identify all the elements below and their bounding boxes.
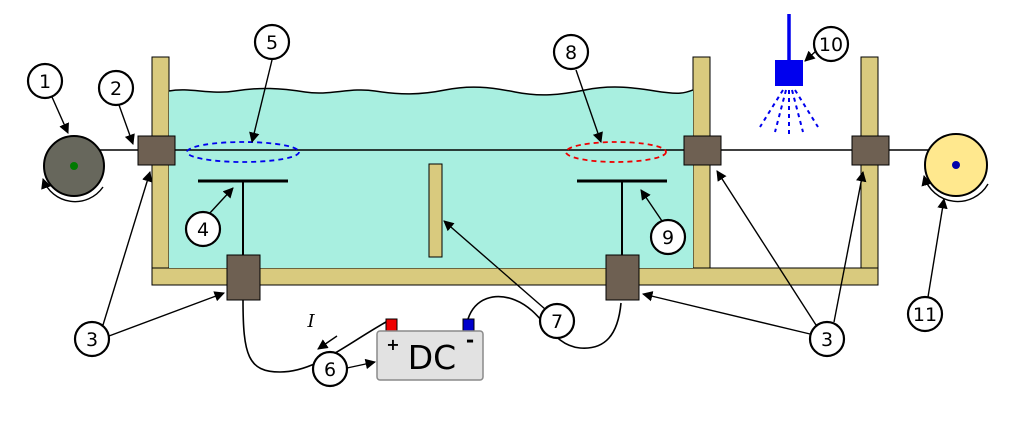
callout-11: 11 xyxy=(906,295,944,333)
spray-nozzle xyxy=(759,14,819,134)
spray-jet xyxy=(791,89,804,133)
callout-6: 6 xyxy=(311,350,349,388)
callout-5-number: 5 xyxy=(266,32,278,54)
callout-3-left: 3 xyxy=(73,320,111,358)
tank-left-wall xyxy=(151,56,170,286)
callout-4: 4 xyxy=(184,210,222,248)
dc-wire-left xyxy=(242,299,387,373)
callout-2-circle xyxy=(97,69,135,107)
callout-10: 10 xyxy=(812,25,850,63)
spray-nozzle-body xyxy=(775,60,803,86)
callout-7-circle xyxy=(538,302,576,340)
callout-9-number: 9 xyxy=(662,227,674,249)
current-direction-arrow xyxy=(317,335,338,350)
takeup-reel-rotation-arrow xyxy=(921,174,989,203)
callout-3-right-arrow-b xyxy=(641,291,811,335)
callout-4-number: 4 xyxy=(197,219,209,241)
feedthrough-bottom-left xyxy=(226,254,261,301)
electrode-left xyxy=(198,179,288,255)
callout-5-circle xyxy=(253,23,291,61)
callout-2-number: 2 xyxy=(110,78,122,100)
spray-jet xyxy=(774,89,787,133)
callout-3-left-number: 3 xyxy=(86,329,98,351)
callout-9: 9 xyxy=(649,218,687,256)
dc-terminal-positive xyxy=(385,318,398,333)
callout-11-number: 11 xyxy=(913,304,937,326)
takeup-reel-hub xyxy=(952,161,960,169)
takeup-reel xyxy=(921,133,989,203)
callout-2: 2 xyxy=(97,69,135,107)
callout-1-circle xyxy=(26,62,64,100)
callout-1-number: 1 xyxy=(39,71,51,93)
callout-3-right: 3 xyxy=(808,320,846,358)
dc-supply-label: DC xyxy=(408,338,456,377)
spray-jets xyxy=(759,89,819,134)
callout-11-arrow xyxy=(927,197,948,298)
callout-11-circle xyxy=(906,295,944,333)
callout-arrows xyxy=(51,50,948,370)
callout-8-number: 8 xyxy=(565,42,577,64)
dc-plus-label: + xyxy=(386,335,399,354)
callout-7-number: 7 xyxy=(551,311,563,333)
callout-3-left-arrow-b xyxy=(108,291,225,337)
dc-supply-body xyxy=(376,330,484,381)
supply-reel-rotation-arrow xyxy=(41,178,104,203)
spray-jet xyxy=(794,89,819,128)
callout-2-arrow xyxy=(118,104,135,145)
callout-3-left-arrow-a xyxy=(102,170,153,326)
callout-7: 7 xyxy=(538,302,576,340)
feedthrough-blocks xyxy=(137,135,890,301)
callout-5: 5 xyxy=(253,23,291,61)
callout-3-right-circle xyxy=(808,320,846,358)
callout-10-arrow xyxy=(804,50,817,62)
callout-8: 8 xyxy=(552,33,590,71)
callout-10-circle xyxy=(812,25,850,63)
callout-9-arrow xyxy=(640,189,663,222)
callout-6-number: 6 xyxy=(324,359,336,381)
feedthrough-left-wall xyxy=(137,135,176,166)
callout-8-arrow xyxy=(575,69,603,143)
callout-3-right-arrow-a xyxy=(716,170,817,326)
callout-6-arrow xyxy=(346,358,377,370)
callout-7-arrow xyxy=(443,220,546,310)
callout-3-left-circle xyxy=(73,320,111,358)
feedthrough-outer-right-wall xyxy=(851,135,890,166)
spray-jet xyxy=(759,89,784,128)
callout-9-circle xyxy=(649,218,687,256)
feedthrough-bottom-right xyxy=(605,254,640,301)
callout-3-right-arrow-c xyxy=(833,170,867,323)
liquid-surface-line xyxy=(168,86,694,96)
electrode-right xyxy=(577,179,667,255)
callout-10-number: 10 xyxy=(819,34,843,56)
supply-reel xyxy=(41,135,105,203)
dc-power-supply: + - DC xyxy=(376,318,484,381)
callout-1: 1 xyxy=(26,62,64,100)
divider-plate xyxy=(428,163,443,258)
callout-3-right-number: 3 xyxy=(821,329,833,351)
callout-8-circle xyxy=(552,33,590,71)
callout-5-arrow xyxy=(249,59,273,144)
current-label: I xyxy=(306,311,315,332)
callout-1-arrow xyxy=(51,96,69,134)
supply-reel-hub xyxy=(70,162,78,170)
callout-4-circle xyxy=(184,210,222,248)
feedthrough-inner-right-wall xyxy=(683,135,722,166)
glow-region-left xyxy=(186,141,300,163)
glow-region-right xyxy=(565,141,667,163)
dc-minus-label: - xyxy=(466,328,474,352)
callout-6-circle xyxy=(311,350,349,388)
callouts: 1 2 3 4 5 6 7 8 xyxy=(26,23,944,388)
callout-4-arrow xyxy=(208,187,234,215)
